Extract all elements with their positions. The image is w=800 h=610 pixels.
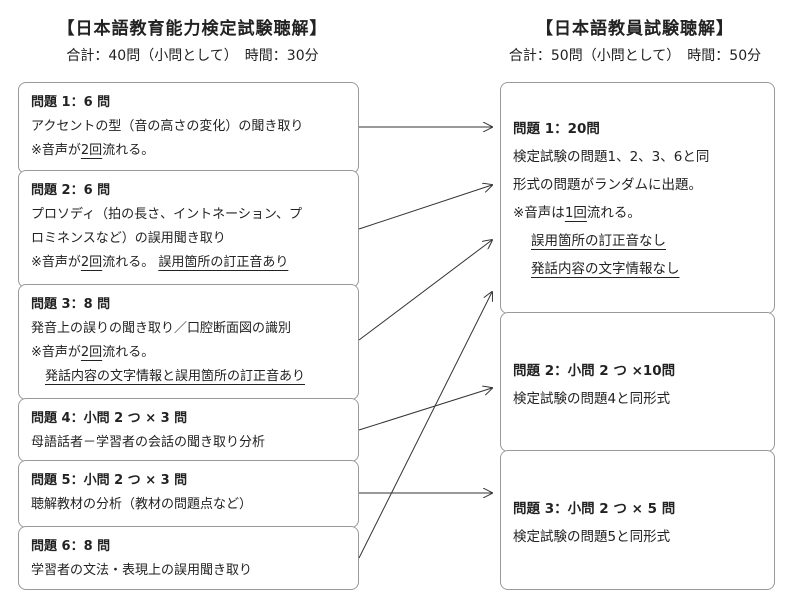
right-header: 【日本語教員試験聴解】 合計：50問（小問として） 時間：50分	[470, 14, 800, 65]
box-title: 問題 1：6 問	[31, 95, 111, 110]
arrow-q4-to-right-q2	[358, 388, 492, 431]
arrow-q3-to-right-q1	[358, 240, 492, 341]
box-text: 検定試験の問題4と同形式	[513, 391, 671, 407]
left-title: 【日本語教育能力検定試験聴解】	[57, 19, 328, 39]
left-box-q1: 問題 1：6 問 アクセントの型（音の高さの変化）の聞き取り ※音声が2回流れる…	[18, 82, 359, 174]
right-box-q2: 問題 2：小問 2 つ ×10問 検定試験の問題4と同形式	[500, 312, 775, 452]
box-title: 問題 1：20問	[513, 121, 600, 137]
box-title: 問題 5：小問 2 つ × 3 問	[31, 473, 188, 488]
box-text: プロソディ（拍の長さ、イントネーション、プ	[31, 207, 303, 222]
box-note-detail: 誤用箇所の訂正音なし	[531, 233, 666, 249]
box-text: ロミネンスなど）の誤用聞き取り	[31, 231, 226, 246]
box-note-detail: 発話内容の文字情報なし	[531, 261, 680, 277]
box-text: 学習者の文法・表現上の誤用聞き取り	[31, 563, 253, 578]
box-note-detail: 発話内容の文字情報と誤用箇所の訂正音あり	[45, 369, 306, 384]
box-note: ※音声が2回流れる。	[31, 143, 155, 158]
box-title: 問題 2：小問 2 つ ×10問	[513, 363, 676, 379]
right-subtitle: 合計：50問（小問として） 時間：50分	[508, 48, 762, 64]
left-box-q2: 問題 2：6 問 プロソディ（拍の長さ、イントネーション、プ ロミネンスなど）の…	[18, 170, 359, 288]
left-box-q6: 問題 6：8 問 学習者の文法・表現上の誤用聞き取り	[18, 526, 359, 590]
box-text: アクセントの型（音の高さの変化）の聞き取り	[31, 119, 304, 134]
box-text: 母語話者－学習者の会話の聞き取り分析	[31, 435, 266, 450]
left-box-q4: 問題 4：小問 2 つ × 3 問 母語話者－学習者の会話の聞き取り分析	[18, 398, 359, 462]
right-box-q1: 問題 1：20問 検定試験の問題1、2、3、6と同 形式の問題がランダムに出題。…	[500, 82, 775, 314]
box-title: 問題 2：6 問	[31, 183, 111, 198]
left-subtitle: 合計：40問（小問として） 時間：30分	[66, 48, 319, 64]
box-text: 検定試験の問題1、2、3、6と同	[513, 149, 710, 165]
right-box-q3: 問題 3：小問 2 つ × 5 問 検定試験の問題5と同形式	[500, 450, 775, 590]
box-text: 形式の問題がランダムに出題。	[513, 177, 702, 193]
arrow-q2-to-right-q1	[358, 185, 492, 230]
box-title: 問題 3：小問 2 つ × 5 問	[513, 501, 676, 517]
box-text: 発音上の誤りの聞き取り／口腔断面図の識別	[31, 321, 292, 336]
box-title: 問題 6：8 問	[31, 539, 111, 554]
box-note: ※音声が2回流れる。 誤用箇所の訂正音あり	[31, 255, 289, 270]
box-note: ※音声が2回流れる。	[31, 345, 155, 360]
box-note: ※音声は1回流れる。	[513, 205, 641, 221]
box-title: 問題 4：小問 2 つ × 3 問	[31, 411, 188, 426]
box-text: 聴解教材の分析（教材の問題点など）	[31, 497, 253, 512]
left-box-q5: 問題 5：小問 2 つ × 3 問 聴解教材の分析（教材の問題点など）	[18, 460, 359, 528]
box-title: 問題 3：8 問	[31, 297, 111, 312]
arrow-q6-to-right-q1	[358, 292, 492, 559]
left-header: 【日本語教育能力検定試験聴解】 合計：40問（小問として） 時間：30分	[10, 14, 375, 65]
right-title: 【日本語教員試験聴解】	[536, 19, 734, 39]
box-text: 検定試験の問題5と同形式	[513, 529, 671, 545]
left-box-q3: 問題 3：8 問 発音上の誤りの聞き取り／口腔断面図の識別 ※音声が2回流れる。…	[18, 284, 359, 400]
